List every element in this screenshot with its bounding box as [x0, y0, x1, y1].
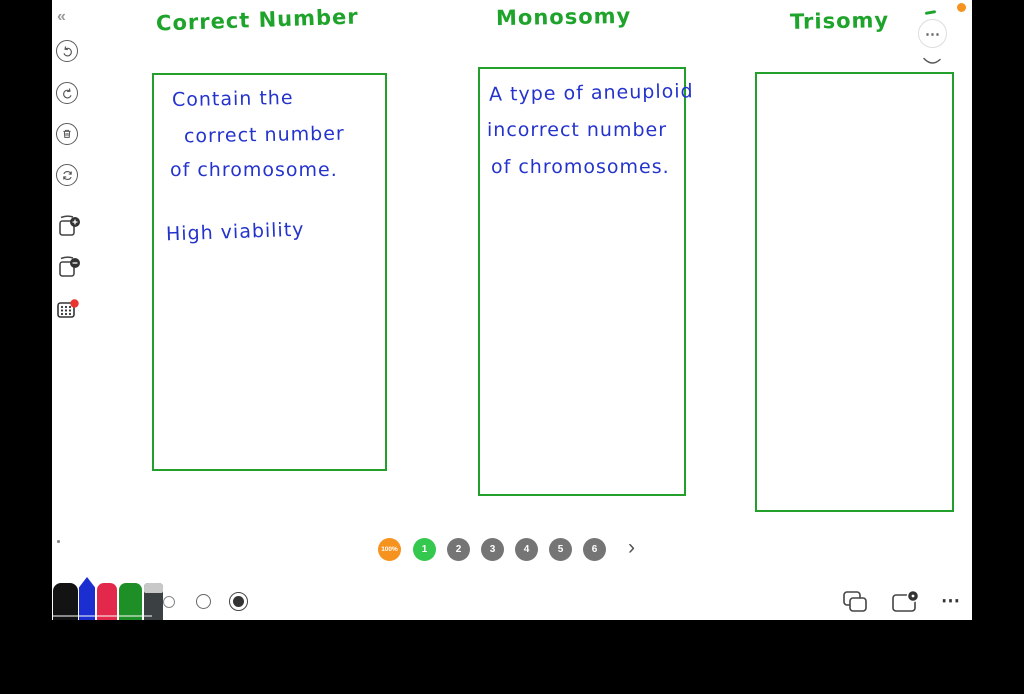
box-correct-number — [152, 73, 387, 471]
note-line: A type of aneuploid — [488, 80, 694, 106]
dialpad-button[interactable] — [56, 298, 80, 322]
page-dot-3[interactable]: 3 — [481, 538, 504, 561]
add-page-button[interactable] — [55, 213, 83, 241]
drawing-canvas[interactable] — [52, 0, 972, 620]
pen-tray-highlight — [53, 615, 152, 617]
zoom-level-badge[interactable]: 100% — [378, 538, 401, 561]
page-dot-1[interactable]: 1 — [413, 538, 436, 561]
record-indicator-dot — [957, 3, 966, 12]
duplicate-page-button[interactable] — [842, 590, 868, 615]
chevron-down-icon — [922, 56, 942, 67]
insert-image-button[interactable] — [891, 589, 921, 615]
bottom-more-button[interactable]: ⋯ — [941, 591, 960, 612]
page-dot-4[interactable]: 4 — [515, 538, 538, 561]
add-page-icon — [55, 213, 83, 241]
stray-dot-mark — [57, 540, 60, 543]
pen-red[interactable] — [97, 583, 117, 620]
pen-black[interactable] — [53, 583, 78, 620]
pen-gray-cap — [144, 583, 163, 593]
collapse-toolbar-handle[interactable] — [922, 56, 942, 67]
box-trisomy — [755, 72, 954, 512]
note-line: of chromosome. — [170, 159, 338, 181]
stroke-size-medium[interactable] — [196, 594, 211, 609]
delete-button[interactable] — [56, 123, 78, 145]
duplicate-icon — [842, 590, 868, 615]
redo-icon — [61, 87, 74, 100]
note-line: correct number — [183, 122, 345, 148]
stroke-size-small[interactable] — [163, 596, 175, 608]
box-monosomy — [478, 67, 686, 496]
header-trisomy: Trisomy — [789, 8, 890, 34]
image-icon — [891, 589, 921, 615]
restore-button[interactable] — [56, 164, 78, 186]
note-line: Contain the — [171, 86, 294, 112]
pen-green[interactable] — [119, 583, 142, 620]
trash-icon — [61, 128, 73, 140]
stroke-size-fill — [233, 596, 244, 607]
dialpad-icon — [56, 298, 80, 322]
note-line: of chromosomes. — [491, 156, 670, 178]
undo-icon — [61, 45, 74, 58]
redo-button[interactable] — [56, 82, 78, 104]
restore-icon — [61, 169, 74, 182]
more-options-button[interactable]: ⋯ — [918, 19, 947, 48]
remove-page-button[interactable] — [55, 254, 83, 282]
next-pages-button[interactable]: › — [628, 536, 635, 559]
page-dot-6[interactable]: 6 — [583, 538, 606, 561]
remove-page-icon — [55, 254, 83, 282]
page-dot-5[interactable]: 5 — [549, 538, 572, 561]
undo-button[interactable] — [56, 40, 78, 62]
pen-blue-selected[interactable] — [79, 577, 95, 620]
header-monosomy: Monosomy — [495, 3, 632, 31]
note-line: incorrect number — [487, 119, 668, 141]
stroke-size-large-selected[interactable] — [229, 592, 248, 611]
collapse-sidebar-button[interactable]: « — [57, 8, 66, 25]
page-dot-2[interactable]: 2 — [447, 538, 470, 561]
pen-gray[interactable] — [144, 583, 163, 620]
